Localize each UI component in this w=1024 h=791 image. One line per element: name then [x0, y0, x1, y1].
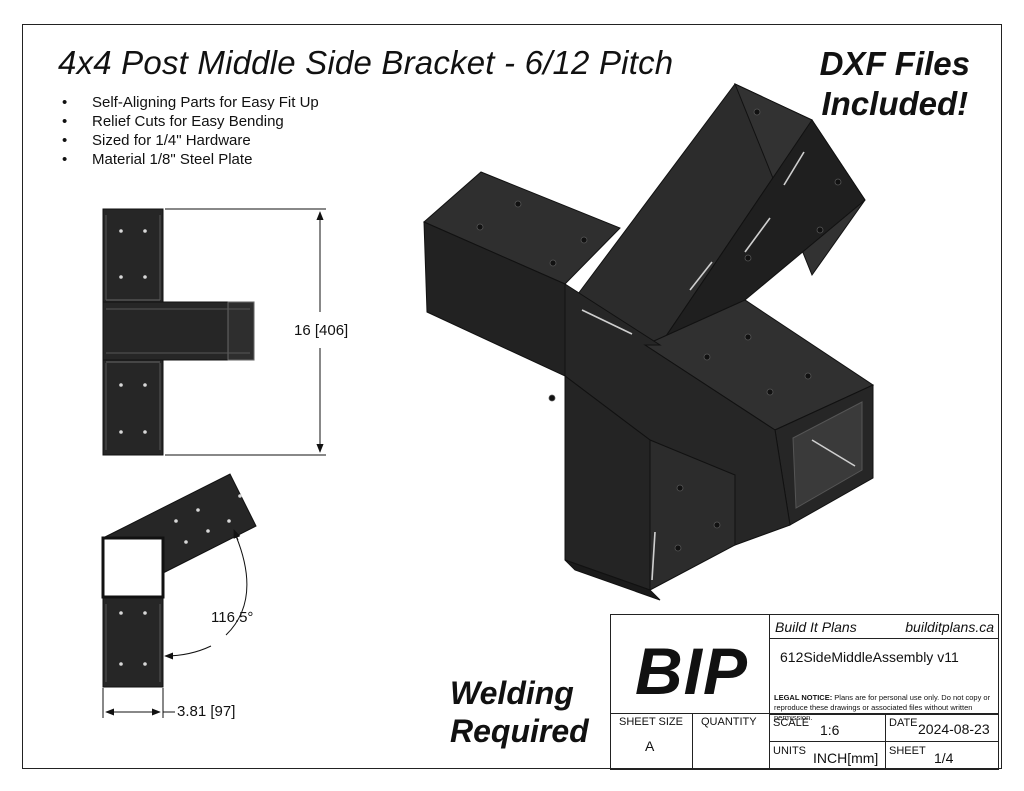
company-name: Build It Plans	[775, 619, 857, 635]
front-view	[102, 208, 255, 456]
sheet-size-label: SHEET SIZE	[619, 716, 683, 728]
dxf-notice: DXF Files Included!	[820, 44, 970, 124]
drawing-border	[22, 24, 1002, 769]
legal-heading: LEGAL NOTICE:	[774, 693, 833, 702]
legal-text: Plans are for personal use only. Do not …	[774, 693, 991, 722]
drawing-title: 4x4 Post Middle Side Bracket - 6/12 Pitc…	[58, 44, 674, 81]
sheet-cell: SHEET 1/4	[885, 741, 999, 770]
part-cell: 612SideMiddleAssembly v11 LEGAL NOTICE: …	[769, 638, 999, 722]
date-label: DATE	[889, 717, 918, 729]
feature-item: Relief Cuts for Easy Bending	[62, 112, 319, 131]
width-dimension-label: 3.81 [97]	[177, 703, 236, 720]
dxf-notice-line-2: Included!	[821, 85, 969, 122]
sheet-value: 1/4	[934, 750, 954, 766]
title-block: BIP Build It Plans builditplans.ca 612Si…	[610, 614, 999, 770]
quantity-cell: QUANTITY	[692, 713, 770, 770]
isometric-view	[423, 83, 875, 601]
welding-notice-line-2: Required	[450, 713, 589, 749]
feature-list: Self-Aligning Parts for Easy Fit Up Reli…	[62, 93, 319, 169]
company-website: builditplans.ca	[905, 619, 994, 635]
welding-notice: Welding Required	[450, 674, 589, 750]
date-cell: DATE 2024-08-23	[885, 713, 999, 742]
date-value: 2024-08-23	[918, 721, 990, 737]
scale-label: SCALE	[773, 717, 810, 729]
feature-item: Self-Aligning Parts for Easy Fit Up	[62, 93, 319, 112]
feature-item: Sized for 1/4" Hardware	[62, 131, 319, 150]
height-dimension-label: 16 [406]	[292, 322, 351, 339]
part-name: 612SideMiddleAssembly v11	[780, 649, 959, 665]
feature-item: Material 1/8" Steel Plate	[62, 150, 319, 169]
sheet-size-cell: SHEET SIZE A	[610, 713, 693, 770]
units-value: INCH[mm]	[813, 750, 879, 766]
legal-notice: LEGAL NOTICE: Plans are for personal use…	[774, 693, 1004, 723]
units-cell: UNITS INCH[mm]	[769, 741, 886, 770]
quantity-label: QUANTITY	[701, 716, 757, 728]
height-dimension	[165, 208, 326, 456]
angle-dimension-label: 116.5°	[211, 609, 254, 626]
bip-logo: BIP	[635, 634, 749, 708]
dxf-notice-line-1: DXF Files	[819, 45, 970, 82]
sheet-label: SHEET	[889, 745, 926, 757]
logo-cell: BIP	[610, 614, 770, 714]
side-view	[101, 473, 257, 688]
units-label: UNITS	[773, 745, 806, 757]
scale-value: 1:6	[820, 722, 840, 738]
welding-notice-line-1: Welding	[450, 675, 574, 711]
company-cell: Build It Plans builditplans.ca	[769, 614, 999, 639]
scale-cell: SCALE 1:6	[769, 713, 886, 742]
angle-dimension	[164, 529, 248, 660]
width-dimension	[102, 688, 175, 718]
sheet-size-value: A	[645, 738, 655, 754]
